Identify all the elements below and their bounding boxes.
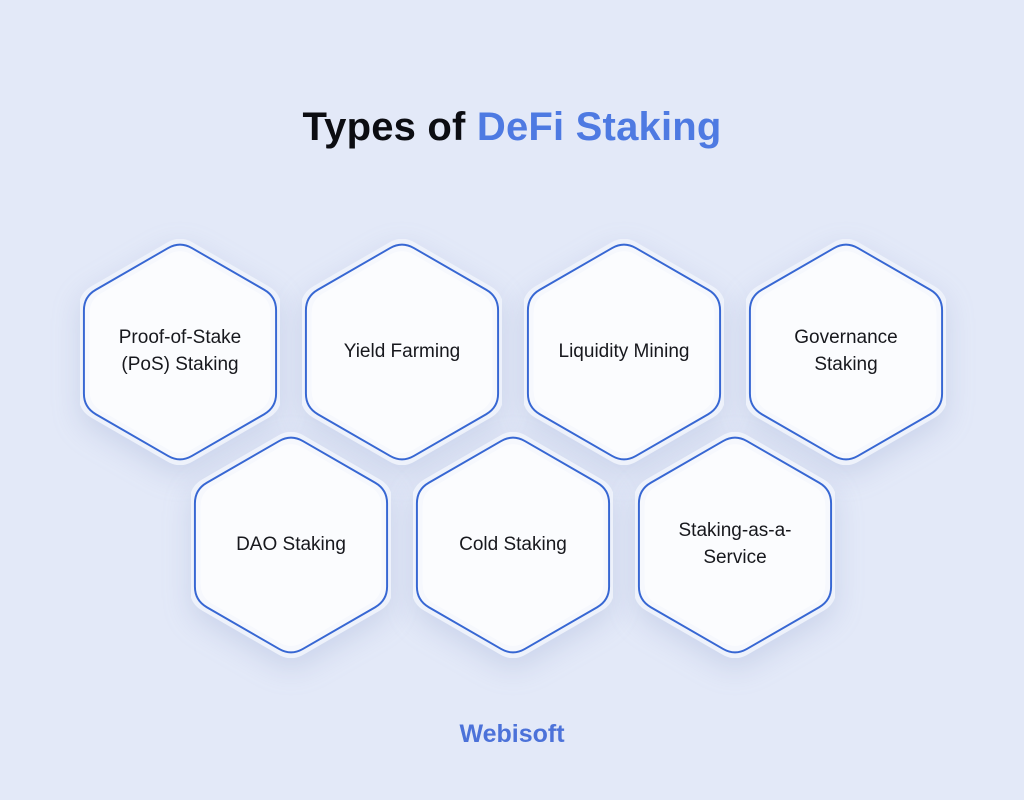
hexagon-icon (80, 239, 280, 465)
hexagon-yield-farming: Yield Farming (302, 239, 502, 465)
hexagon-governance-staking: Governance Staking (746, 239, 946, 465)
hexagon-icon (413, 432, 613, 658)
hexagon-label-text: Staking-as-a-Service (678, 520, 792, 568)
hexagon-staking-as-a-service: Staking-as-a-Service (635, 432, 835, 658)
hexagon-label: Governance Staking (746, 239, 946, 465)
hexagon-label: Proof-of-Stake (PoS) Staking (80, 239, 280, 465)
hexagon-icon (302, 239, 502, 465)
hexagon-label: DAO Staking (191, 432, 391, 658)
page-title: Types of DeFi Staking (0, 105, 1024, 150)
hexagon-dao-staking: DAO Staking (191, 432, 391, 658)
hexagon-label: Yield Farming (302, 239, 502, 465)
hexagon-label: Cold Staking (413, 432, 613, 658)
hexagon-icon (746, 239, 946, 465)
hexagon-label-text: Liquidity Mining (558, 340, 690, 362)
hexagon-label: Liquidity Mining (524, 239, 724, 465)
hexagon-label-text: Cold Staking (459, 533, 567, 555)
hexagon-icon (191, 432, 391, 658)
hexagon-label-text: DAO Staking (236, 533, 346, 555)
hexagon-proof-of-stake: Proof-of-Stake (PoS) Staking (80, 239, 280, 465)
hexagon-label-text: Yield Farming (343, 340, 461, 362)
brand-footer: Webisoft (0, 720, 1024, 749)
hexagon-label: Staking-as-a-Service (635, 432, 835, 658)
title-highlight: DeFi Staking (476, 104, 722, 149)
hexagon-icon (635, 432, 835, 658)
title-prefix: Types of (302, 104, 477, 149)
brand-name: Webisoft (459, 720, 565, 748)
hexagon-label-text: Proof-of-Stake (PoS) Staking (118, 327, 242, 375)
hexagon-icon (524, 239, 724, 465)
hexagon-liquidity-mining: Liquidity Mining (524, 239, 724, 465)
hexagon-cold-staking: Cold Staking (413, 432, 613, 658)
hexagon-label-text: Governance Staking (794, 327, 898, 375)
